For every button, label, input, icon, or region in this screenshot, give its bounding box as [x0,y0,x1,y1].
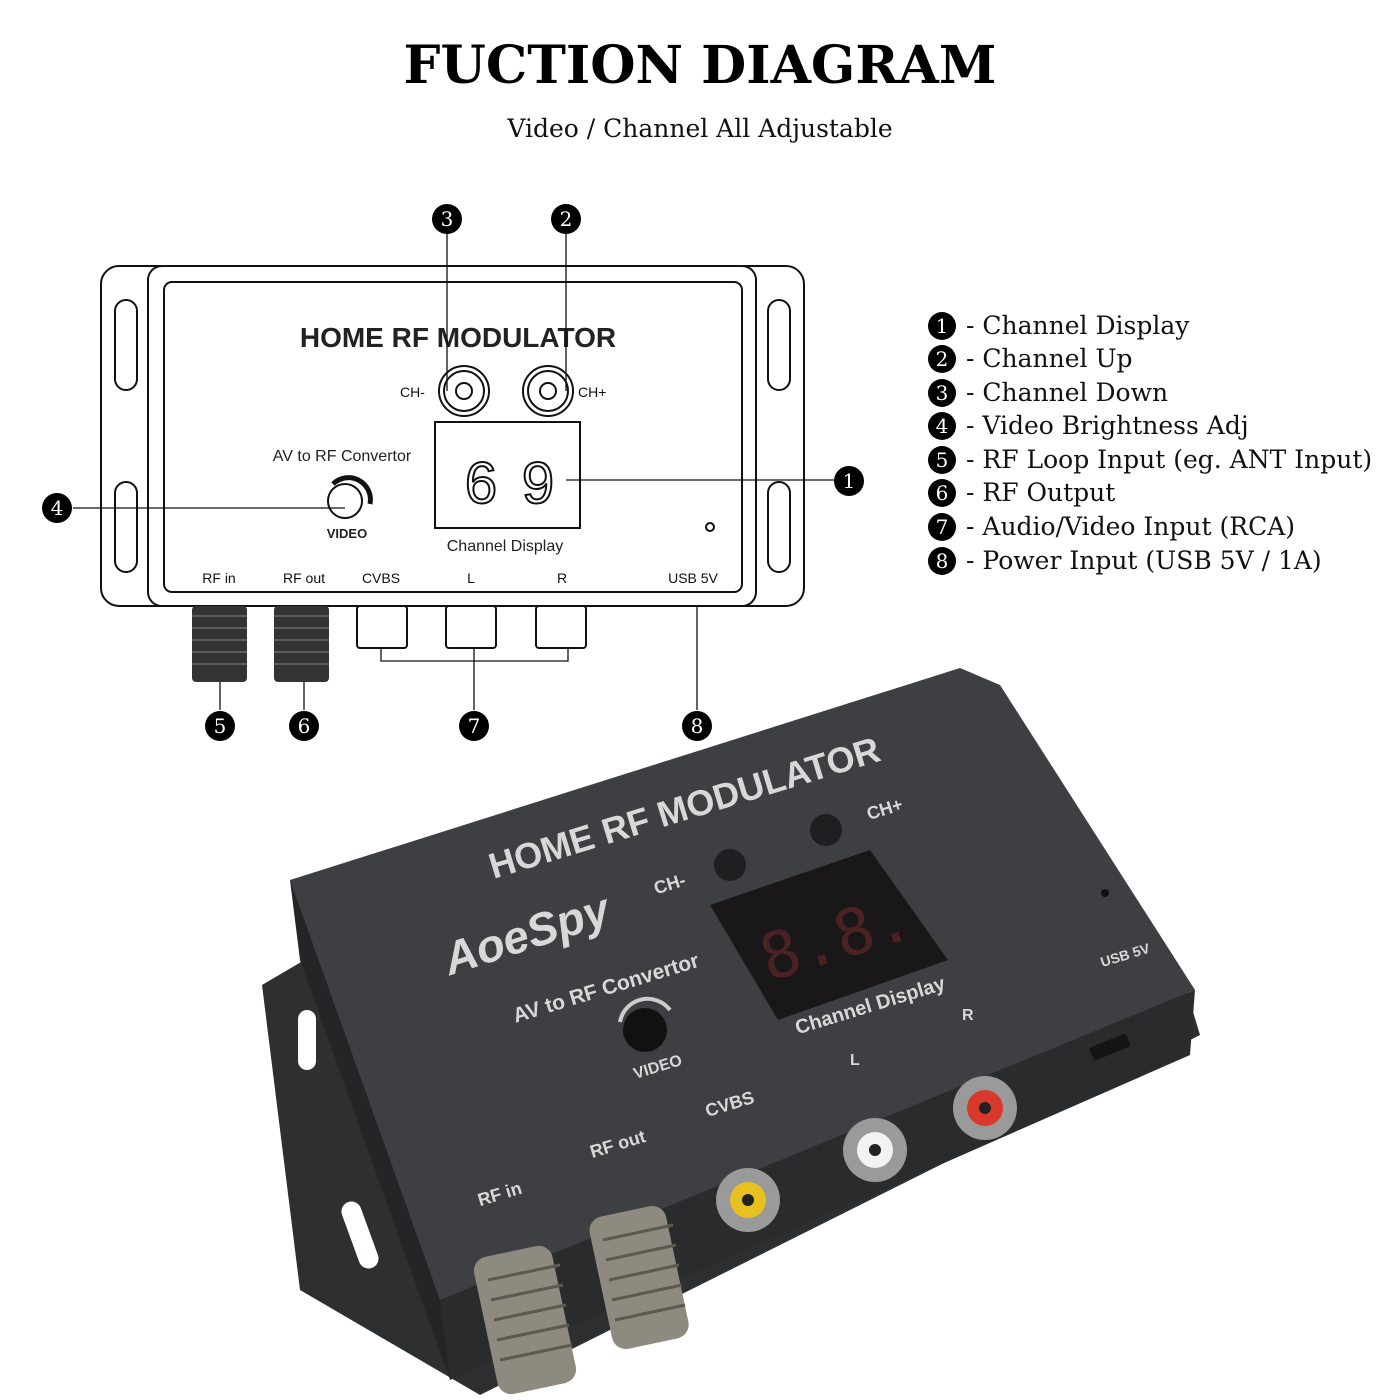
mounting-bracket [100,265,805,607]
mount-slot-icons [114,299,791,573]
f-connector-icons [192,606,329,682]
svg-text:1: 1 [936,314,949,338]
photo-usb-port [1089,1033,1131,1061]
photo-led [1101,889,1109,897]
video-knob-icon [327,475,373,519]
ch-plus-label: CH+ [578,384,606,400]
svg-text:3: 3 [441,207,454,231]
photo-top-face [290,668,1195,1300]
svg-text:6: 6 [936,481,949,505]
callout-badge: 6 [289,711,319,741]
photo-l-label: L [850,1052,860,1069]
svg-text:7: 7 [468,714,481,738]
svg-text:2: 2 [560,207,573,231]
ch-down-button [438,365,490,417]
ch-minus-label: CH- [400,384,425,400]
channel-display-box [434,421,581,529]
photo-ch-up-button [810,814,842,846]
video-label: VIDEO [327,526,367,541]
display-digit: 9 [522,451,554,516]
svg-text:5: 5 [936,448,949,472]
photo-rca-jacks [716,1076,1017,1232]
svg-text:2: 2 [936,347,949,371]
photo-knob-arc-icon [618,996,672,1023]
svg-text:- Channel Down: - Channel Down [966,378,1168,407]
display-digit: 6 [465,451,497,516]
rca-connector-icons [356,605,587,649]
svg-text:1: 1 [843,469,856,493]
device-title-label: HOME RF MODULATOR [300,322,616,353]
svg-text:8: 8 [936,549,949,573]
port-label-r: R [557,570,567,586]
legend-item: 1 - Channel Display [928,311,1190,340]
av-to-rf-label: AV to RF Convertor [273,448,412,465]
port-label-l: L [467,570,475,586]
photo-bracket-slot [298,1010,316,1070]
legend: 1 - Channel Display 2 - Channel Up 3 - Chan… [928,311,1372,575]
legend-item: 6 - RF Output [928,478,1115,507]
product-photo: HOME RF MODULATOR AoeSpy AV to RF Conver… [262,668,1200,1395]
svg-text:7: 7 [936,515,949,539]
photo-ch-down-button [714,849,746,881]
port-label-usb: USB 5V [668,570,718,586]
led-indicator [705,522,715,532]
legend-item: 7 - Audio/Video Input (RCA) [928,512,1295,541]
photo-r-label: R [962,1007,974,1024]
leader-lines [73,233,835,710]
svg-text:5: 5 [214,714,227,738]
svg-text:- RF Output: - RF Output [966,478,1115,507]
callout-badge: 8 [682,711,712,741]
callout-badge: 1 [834,466,864,496]
legend-item: 5 - RF Loop Input (eg. ANT Input) [928,445,1372,474]
svg-text:4: 4 [51,496,64,520]
callout-badge: 2 [551,204,581,234]
port-label-rf-in: RF in [202,570,235,586]
svg-text:- Audio/Video Input (RCA): - Audio/Video Input (RCA) [966,512,1295,541]
channel-display-label: Channel Display [447,538,564,555]
callout-badge: 5 [205,711,235,741]
svg-text:8: 8 [691,714,704,738]
legend-item: 2 - Channel Up [928,344,1133,373]
device-outline [147,265,757,607]
svg-text:6: 6 [298,714,311,738]
line-drawing: HOME RF MODULATOR CH- CH+ 6 9 Channel Di… [42,204,864,741]
callout-badge: 7 [459,711,489,741]
legend-item: 4 - Video Brightness Adj [928,411,1249,440]
svg-text:4: 4 [936,414,949,438]
device-face [163,281,743,593]
legend-item: 3 - Channel Down [928,378,1168,407]
svg-text:3: 3 [936,381,949,405]
photo-display-window [710,850,948,1020]
photo-bracket-slot [341,1201,379,1269]
page-subtitle: Video / Channel All Adjustable [506,114,892,143]
photo-video-knob [623,1008,667,1052]
photo-f-connectors [473,1205,689,1395]
svg-text:- Channel Up: - Channel Up [966,344,1133,373]
port-label-rf-out: RF out [283,570,325,586]
svg-text:- Power Input (USB 5V / 1A): - Power Input (USB 5V / 1A) [966,546,1322,575]
svg-text:- Channel Display: - Channel Display [966,311,1190,340]
ch-up-button [522,365,574,417]
svg-text:- Video Brightness Adj: - Video Brightness Adj [966,411,1249,440]
photo-left-face [290,880,450,1380]
svg-text:- RF Loop Input (eg. ANT Input: - RF Loop Input (eg. ANT Input) [966,445,1372,474]
page-title: FUCTION DIAGRAM [404,35,997,96]
callout-badge: 4 [42,493,72,523]
port-label-cvbs: CVBS [362,570,400,586]
legend-item: 8 - Power Input (USB 5V / 1A) [928,546,1322,575]
callout-badge: 3 [432,204,462,234]
